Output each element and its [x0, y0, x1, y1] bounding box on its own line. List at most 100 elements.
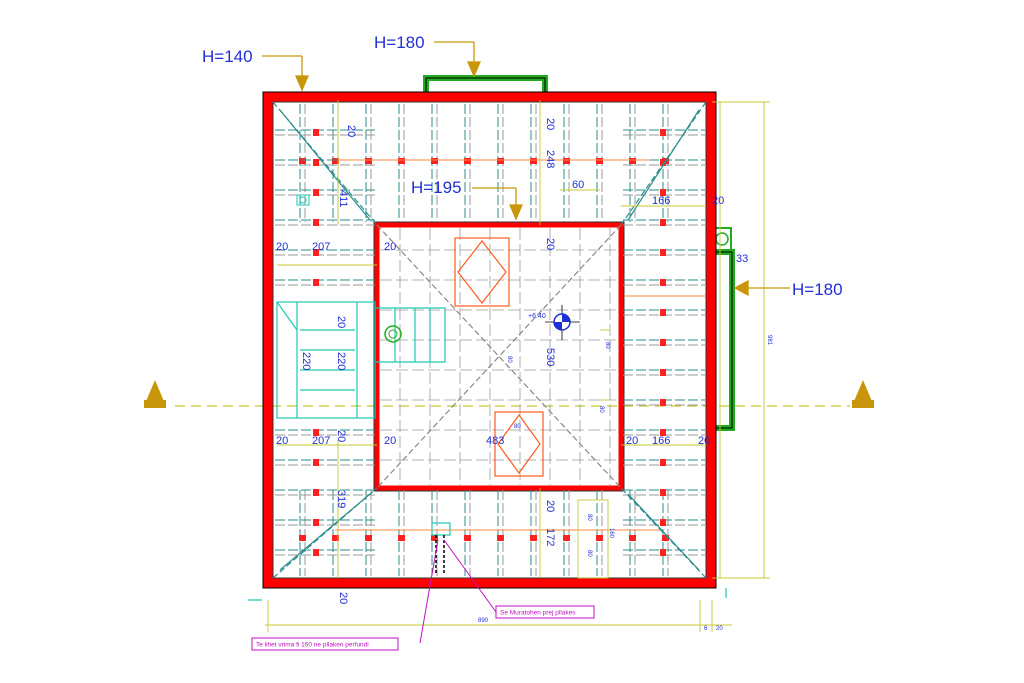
dimension-lines [265, 100, 770, 632]
dim-text: 80 [506, 356, 512, 363]
dim-text: 483 [486, 435, 504, 447]
rafter [497, 158, 504, 164]
hip-lines [272, 101, 707, 579]
dim-text: 20 [276, 435, 288, 447]
dim-text: 981 [766, 335, 772, 346]
rafter [313, 429, 319, 436]
rafter [660, 279, 666, 286]
rafter [313, 219, 319, 226]
rafter [660, 519, 666, 526]
dim-text: 80 [514, 424, 521, 430]
rafter [398, 535, 405, 541]
chimney-symbol [296, 194, 451, 575]
section-marker-left-icon [144, 380, 166, 406]
dimension-texts: 20 20 248 60 411 166 20 33 20 207 20 20 … [276, 118, 772, 632]
rafter [398, 158, 405, 164]
note-text-2: Te lihet vrima fi 160 ne pllaken perfund… [256, 642, 369, 649]
level-marker: +6.40 [528, 305, 580, 340]
rafter [660, 429, 666, 436]
rafter [660, 399, 666, 406]
dim-text: 166 [652, 195, 670, 207]
rafter [530, 535, 537, 541]
rafter [629, 535, 636, 541]
rafter [563, 535, 570, 541]
rafter [660, 159, 666, 166]
arrow-down-icon [467, 61, 481, 78]
rafter [660, 339, 666, 346]
dim-text: 20 [544, 500, 556, 512]
callout-notes: Se Muratohen prej pllakes Te lihet vrima… [251, 539, 595, 651]
arrow-down-icon [295, 75, 309, 92]
dim-text: 172 [544, 528, 556, 546]
dim-text: 20 [544, 118, 556, 130]
rafter [313, 459, 319, 466]
dim-text: 248 [544, 150, 556, 168]
dim-text: 60 [572, 179, 584, 191]
section-line [144, 380, 874, 408]
rafter [563, 158, 570, 164]
vent-icon [384, 325, 402, 343]
rafter [464, 535, 471, 541]
rafter [660, 459, 666, 466]
rafter [660, 249, 666, 256]
dim-text: 207 [312, 241, 330, 253]
rafter [365, 535, 372, 541]
dim-text: 6 [704, 626, 708, 632]
dim-text: 20 [716, 626, 723, 632]
height-label-top-center: H=180 [374, 33, 425, 52]
inner-opening [373, 221, 625, 492]
dim-text: 890 [478, 618, 489, 624]
rafter [313, 249, 319, 256]
rafter [313, 519, 319, 526]
dim-text: 319 [335, 490, 347, 508]
rafter [299, 158, 306, 164]
rafter [313, 129, 319, 136]
rafter [365, 158, 372, 164]
rafter [660, 219, 666, 226]
dim-text: 80 [586, 514, 592, 521]
dim-text: 20 [335, 430, 347, 442]
rafter [660, 489, 666, 496]
dim-text: 20 [712, 195, 724, 207]
rafter [332, 158, 339, 164]
height-label-top-left: H=140 [202, 47, 253, 66]
rafter [530, 158, 537, 164]
section-marker-right-icon [852, 380, 874, 406]
rafter [313, 549, 319, 556]
beams [335, 159, 706, 531]
dim-text: 160 [608, 528, 614, 539]
skylights [454, 237, 544, 477]
dim-text: 220 [300, 352, 312, 370]
dim-text: 207 [312, 435, 330, 447]
rafter [431, 535, 438, 541]
rafter [313, 279, 319, 286]
rafter [497, 535, 504, 541]
rafter [596, 158, 603, 164]
height-label-right: H=180 [792, 280, 843, 299]
dim-text: 20 [337, 592, 349, 604]
height-label-inner: H=195 [411, 178, 462, 197]
dim-text: 530 [544, 348, 556, 366]
rafter [313, 159, 319, 166]
rafter [662, 535, 669, 541]
rafter [660, 309, 666, 316]
rafter [313, 189, 319, 196]
dim-text: 20 [626, 435, 638, 447]
rafter [660, 129, 666, 136]
dim-text: 411 [337, 190, 349, 208]
rafter [431, 158, 438, 164]
height-callouts [262, 41, 790, 297]
rafter [299, 535, 306, 541]
rafter [660, 189, 666, 196]
dim-text: 20 [698, 435, 710, 447]
dim-text: 80 [586, 550, 592, 557]
rafter [596, 535, 603, 541]
dim-text: 20 [335, 316, 347, 328]
dormer-top [423, 75, 548, 96]
outer-wall [262, 91, 717, 589]
level-value: +6.40 [528, 313, 546, 320]
rafter [660, 549, 666, 556]
staircase [276, 301, 446, 419]
rafter [332, 535, 339, 541]
